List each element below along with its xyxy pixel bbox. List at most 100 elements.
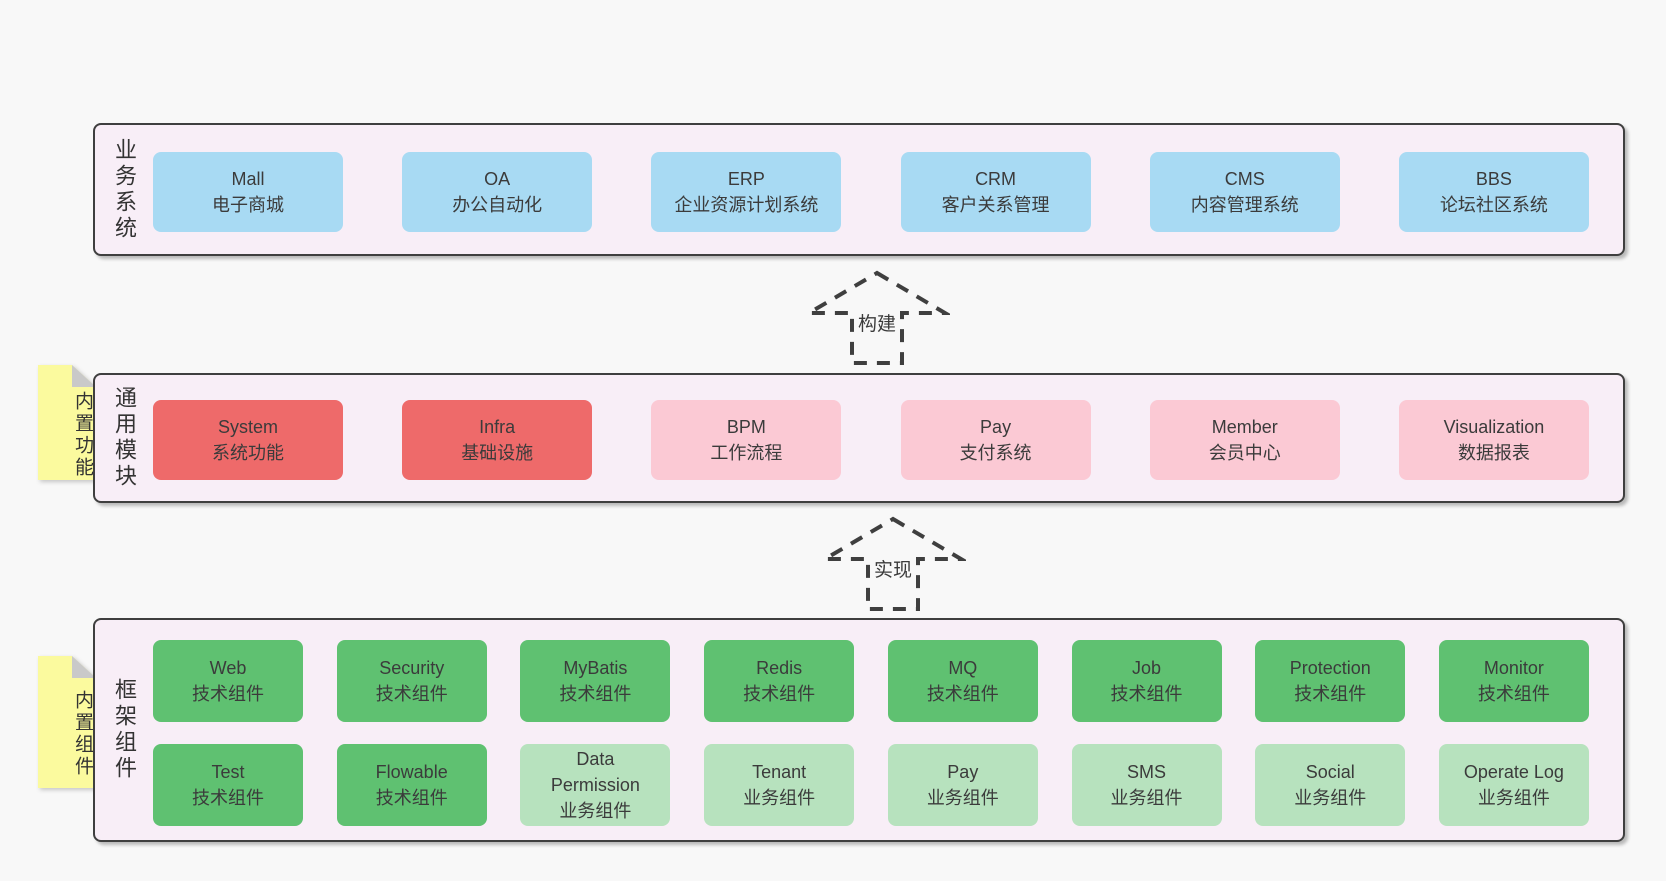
box-subtitle: 业务组件 bbox=[1477, 788, 1550, 808]
note-fold-corner-icon bbox=[72, 365, 96, 387]
box-title: CMS bbox=[1224, 169, 1265, 189]
box-subtitle: 数据报表 bbox=[1457, 443, 1530, 463]
box-title: SMS bbox=[1127, 762, 1167, 782]
components-row-1: Web 技术组件 Security 技术组件 MyBatis 技术组件 Redi… bbox=[153, 640, 1589, 722]
box-subtitle: 技术组件 bbox=[1110, 684, 1183, 704]
box-subtitle: 内容管理系统 bbox=[1190, 195, 1299, 215]
box-member: Member 会员中心 bbox=[1149, 400, 1340, 480]
note-built-in-functions: 内置功能 bbox=[38, 365, 96, 480]
note-built-in-components-label: 内置组件 bbox=[72, 690, 93, 778]
panel-components-label: 框架组件 bbox=[112, 678, 137, 782]
box-title: MQ bbox=[948, 658, 978, 678]
box-web: Web 技术组件 bbox=[153, 640, 303, 722]
panel-framework-components: 框架组件 Web 技术组件 Security 技术组件 MyBatis 技术组件… bbox=[93, 618, 1625, 842]
box-title: Data Permission bbox=[550, 749, 640, 795]
box-subtitle: 技术组件 bbox=[375, 788, 448, 808]
box-subtitle: 技术组件 bbox=[192, 788, 264, 808]
panel-business-systems: 业务系统 Mall 电子商城 OA 办公自动化 ERP 企业资源计划系统 CRM… bbox=[93, 123, 1625, 256]
box-oa: OA 办公自动化 bbox=[402, 152, 593, 232]
box-data-permission: Data Permission 业务组件 bbox=[520, 744, 671, 826]
panel-business-label: 业务系统 bbox=[112, 137, 137, 242]
box-title: Redis bbox=[756, 658, 803, 678]
box-title: System bbox=[217, 417, 278, 437]
box-title: OA bbox=[484, 169, 511, 189]
box-title: Test bbox=[211, 762, 245, 782]
box-title: Flowable bbox=[375, 762, 448, 782]
box-subtitle: 支付系统 bbox=[959, 443, 1032, 463]
note-built-in-components: 内置组件 bbox=[38, 656, 96, 788]
box-subtitle: 业务组件 bbox=[743, 788, 816, 808]
dashed-up-arrow-icon bbox=[820, 516, 966, 611]
box-title: Monitor bbox=[1483, 658, 1544, 678]
note-fold-corner-icon bbox=[72, 656, 96, 678]
box-sms: SMS 业务组件 bbox=[1071, 744, 1222, 826]
box-subtitle: 电子商城 bbox=[212, 195, 284, 215]
box-subtitle: 办公自动化 bbox=[452, 195, 543, 215]
box-monitor: Monitor 技术组件 bbox=[1438, 640, 1589, 722]
box-subtitle: 业务组件 bbox=[559, 801, 632, 821]
box-title: Infra bbox=[479, 417, 516, 437]
business-boxes-row: Mall 电子商城 OA 办公自动化 ERP 企业资源计划系统 CRM 客户关系… bbox=[153, 152, 1589, 232]
box-flowable: Flowable 技术组件 bbox=[336, 744, 487, 826]
dashed-up-arrow-icon bbox=[804, 270, 950, 365]
box-subtitle: 技术组件 bbox=[192, 684, 264, 704]
box-test: Test 技术组件 bbox=[153, 744, 303, 826]
box-title: Job bbox=[1132, 658, 1162, 678]
box-subtitle: 业务组件 bbox=[1110, 788, 1183, 808]
box-title: MyBatis bbox=[563, 658, 628, 678]
arrow-up-build: 构建 bbox=[804, 270, 950, 366]
box-subtitle: 论坛社区系统 bbox=[1439, 195, 1548, 215]
box-pay-system: Pay 支付系统 bbox=[900, 400, 1091, 480]
box-subtitle: 会员中心 bbox=[1208, 443, 1281, 463]
box-operate-log: Operate Log 业务组件 bbox=[1438, 744, 1589, 826]
box-cms: CMS 内容管理系统 bbox=[1149, 152, 1340, 232]
box-mall: Mall 电子商城 bbox=[153, 152, 343, 232]
box-infra: Infra 基础设施 bbox=[402, 400, 593, 480]
box-pay-component: Pay 业务组件 bbox=[887, 744, 1038, 826]
arrow-implement-label: 实现 bbox=[869, 554, 917, 583]
box-security: Security 技术组件 bbox=[336, 640, 487, 722]
box-subtitle: 技术组件 bbox=[375, 684, 448, 704]
box-subtitle: 业务组件 bbox=[1294, 788, 1367, 808]
components-row-2: Test 技术组件 Flowable 技术组件 Data Permission … bbox=[153, 744, 1589, 826]
box-title: Pay bbox=[947, 762, 979, 782]
box-subtitle: 技术组件 bbox=[559, 684, 632, 704]
box-mybatis: MyBatis 技术组件 bbox=[520, 640, 671, 722]
box-subtitle: 工作流程 bbox=[710, 443, 783, 463]
box-title: Protection bbox=[1289, 658, 1371, 678]
box-title: Pay bbox=[980, 417, 1012, 437]
box-subtitle: 技术组件 bbox=[1477, 684, 1550, 704]
box-subtitle: 技术组件 bbox=[1294, 684, 1367, 704]
arrow-up-implement: 实现 bbox=[820, 516, 966, 612]
box-crm: CRM 客户关系管理 bbox=[900, 152, 1091, 232]
box-visualization: Visualization 数据报表 bbox=[1398, 400, 1589, 480]
box-title: Operate Log bbox=[1463, 762, 1564, 782]
box-social: Social 业务组件 bbox=[1255, 744, 1406, 826]
note-built-in-functions-label: 内置功能 bbox=[72, 390, 93, 479]
box-title: Security bbox=[379, 658, 445, 678]
box-bbs: BBS 论坛社区系统 bbox=[1398, 152, 1589, 232]
arrow-build-label: 构建 bbox=[853, 308, 901, 337]
box-system: System 系统功能 bbox=[153, 400, 343, 480]
box-redis: Redis 技术组件 bbox=[704, 640, 855, 722]
box-title: Member bbox=[1211, 417, 1278, 437]
modules-boxes-row: System 系统功能 Infra 基础设施 BPM 工作流程 Pay 支付系统… bbox=[153, 400, 1589, 480]
box-subtitle: 技术组件 bbox=[743, 684, 816, 704]
box-subtitle: 企业资源计划系统 bbox=[674, 195, 819, 215]
box-bpm: BPM 工作流程 bbox=[651, 400, 842, 480]
box-title: Tenant bbox=[752, 762, 807, 782]
box-erp: ERP 企业资源计划系统 bbox=[651, 152, 842, 232]
box-tenant: Tenant 业务组件 bbox=[704, 744, 855, 826]
panel-modules-label: 通用模块 bbox=[112, 386, 137, 490]
box-protection: Protection 技术组件 bbox=[1255, 640, 1406, 722]
box-mq: MQ 技术组件 bbox=[887, 640, 1038, 722]
box-title: BBS bbox=[1475, 169, 1512, 189]
box-subtitle: 客户关系管理 bbox=[941, 195, 1050, 215]
box-title: CRM bbox=[975, 169, 1017, 189]
box-title: Visualization bbox=[1443, 417, 1545, 437]
box-title: Mall bbox=[231, 169, 265, 189]
box-title: BPM bbox=[726, 417, 766, 437]
box-subtitle: 基础设施 bbox=[461, 443, 534, 463]
box-title: ERP bbox=[727, 169, 765, 189]
